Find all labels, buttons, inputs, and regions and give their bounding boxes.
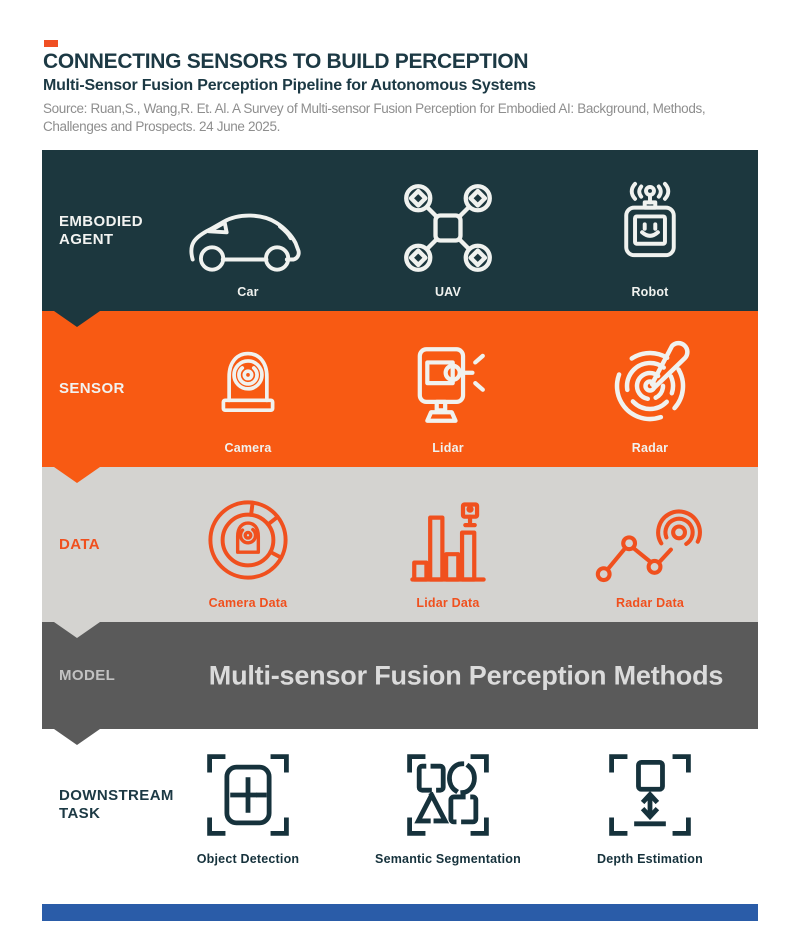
item-label-car: Car [237, 285, 259, 299]
stage-label-embodied-agent: EMBODIED AGENT [59, 212, 144, 248]
semantic-segmentation-icon [407, 754, 489, 836]
item-label-radar-data: Radar Data [616, 596, 684, 610]
band-sensor: SENSOR Camera [42, 311, 758, 467]
item-label-semantic-segmentation: Semantic Segmentation [375, 852, 521, 866]
cell-robot: Robot [560, 176, 740, 299]
camera-data-icon [208, 500, 288, 580]
item-label-lidar-data: Lidar Data [416, 596, 480, 610]
item-label-radar: Radar [631, 441, 669, 455]
model-method-title: Multi-sensor Fusion Perception Methods [208, 660, 724, 690]
band-data: DATA Camera Data [42, 467, 758, 622]
radar-data-icon [595, 509, 702, 583]
item-label-depth-estimation: Depth Estimation [597, 852, 703, 866]
cell-radar-data: Radar Data [560, 491, 740, 610]
lidar-data-icon [410, 502, 486, 582]
cell-depth-estimation: Depth Estimation [560, 745, 740, 866]
cell-car: Car [158, 176, 338, 299]
page-title: CONNECTING SENSORS TO BUILD PERCEPTION [43, 50, 529, 73]
item-label-uav: UAV [434, 285, 462, 299]
cell-camera-data: Camera Data [158, 491, 338, 610]
cell-camera: Camera [158, 320, 338, 455]
stage-label-sensor: SENSOR [59, 380, 125, 397]
cell-semantic-segmentation: Semantic Segmentation [358, 745, 538, 866]
cell-object-detection: Object Detection [158, 745, 338, 866]
cell-lidar-data: Lidar Data [358, 491, 538, 610]
cell-lidar: Lidar [358, 320, 538, 455]
uav-icon [404, 184, 492, 272]
cell-radar: Radar [560, 320, 740, 455]
band-model: MODEL Multi-sensor Fusion Perception Met… [42, 622, 758, 729]
robot-icon [624, 181, 676, 258]
lidar-icon [417, 347, 485, 423]
item-label-camera: Camera [224, 441, 272, 455]
car-icon [189, 213, 301, 272]
item-label-robot: Robot [631, 285, 669, 299]
item-label-lidar: Lidar [432, 441, 464, 455]
footer-bar [42, 904, 758, 921]
orange-dash-icon [44, 40, 58, 47]
camera-icon [221, 351, 275, 413]
source-citation: Source: Ruan,S., Wang,R. Et. Al. A Surve… [43, 101, 706, 134]
stage-label-data: DATA [59, 535, 101, 553]
depth-estimation-icon [609, 754, 691, 836]
band-embodied-agent: EMBODIED AGENT Car [42, 150, 758, 311]
page-subtitle: Multi-Sensor Fusion Perception Pipeline … [43, 77, 536, 94]
stage-label-model: MODEL [59, 666, 116, 684]
item-label-object-detection: Object Detection [196, 852, 300, 866]
item-label-camera-data: Camera Data [208, 596, 288, 610]
stage-label-downstream-task: DOWNSTREAM TASK [59, 786, 174, 822]
band-downstream-task: DOWNSTREAM TASK Object Detection [42, 729, 758, 880]
object-detection-icon [207, 754, 289, 836]
radar-icon [614, 340, 690, 422]
cell-uav: UAV [358, 176, 538, 299]
